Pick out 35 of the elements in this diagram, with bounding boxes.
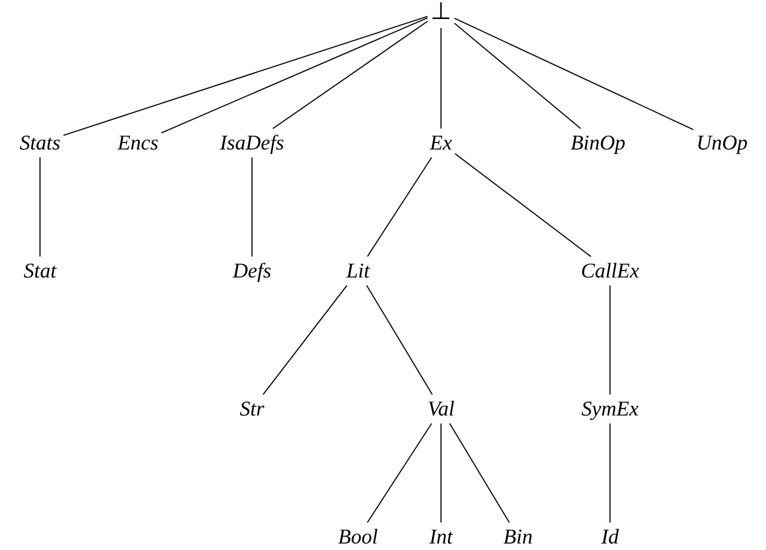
tree-node-label: Bin (502, 524, 534, 550)
tree-node-label: UnOp (695, 130, 749, 156)
tree-node-label: Int (428, 524, 454, 550)
tree-edge (440, 424, 442, 522)
tree-node-label: Defs (232, 258, 272, 284)
tree-edge (251, 158, 253, 256)
tree-edge (609, 424, 611, 522)
tree-edge (272, 20, 428, 129)
tree-node-label: Bool (337, 524, 379, 550)
tree-edge (609, 286, 611, 394)
tree-edge (449, 423, 510, 523)
tree-node-label: ⊥ (430, 0, 452, 26)
tree-edge (161, 17, 428, 134)
tree-edge (454, 153, 592, 257)
tree-edge (262, 285, 348, 395)
tree-edge (440, 28, 442, 128)
tree-edge (366, 423, 432, 523)
tree-node-label: Id (600, 524, 620, 550)
tree-node-label: Ex (428, 130, 454, 156)
tree-node-label: IsaDefs (218, 130, 286, 156)
tree-edge (366, 157, 432, 257)
tree-edge (454, 18, 694, 130)
tree-edge (39, 158, 41, 256)
tree-node-label: Encs (116, 130, 160, 156)
tree-node-label: Str (238, 396, 266, 422)
tree-edge (454, 22, 581, 129)
tree-node-label: SymEx (580, 396, 640, 422)
tree-edge (366, 285, 433, 395)
tree-node-label: Lit (345, 258, 371, 284)
tree-node-label: Stats (18, 130, 62, 156)
tree-node-label: BinOp (570, 130, 626, 156)
tree-edge (63, 16, 428, 136)
tree-node-label: CallEx (580, 258, 640, 284)
tree-node-label: Val (426, 396, 456, 422)
tree-node-label: Stat (22, 258, 58, 284)
